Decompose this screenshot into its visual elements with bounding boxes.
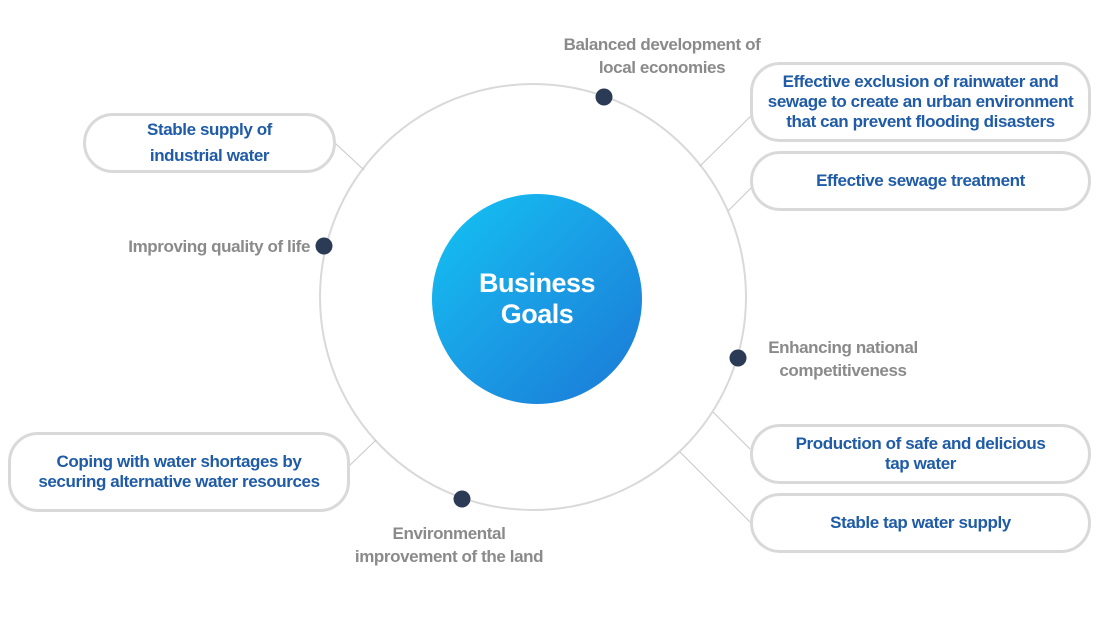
project-rainwater-line2: sewage to create an urban environment [767,92,1074,111]
goal-balanced-development: Balanced development of local economies [552,33,772,79]
project-water-shortages: Coping with water shortages by securing … [8,432,350,512]
project-sewage-treatment: Effective sewage treatment [750,151,1091,211]
connector-sewage [727,184,755,212]
connector-tapwater-supply [679,451,751,523]
center-label-line1: Business [478,268,596,298]
goal-balanced-line1: Balanced development of [563,35,761,54]
connector-shortages [348,439,377,467]
outer-ring [319,83,747,511]
goal-national-competitiveness: Enhancing national competitiveness [758,336,928,382]
project-rainwater-exclusion: Effective exclusion of rainwater and sew… [750,62,1091,142]
project-rainwater-line3: that can prevent flooding disasters [786,112,1055,131]
goal-competitiveness-line2: competitiveness [779,361,907,380]
goal-environmental-improvement: Environmental improvement of the land [339,522,559,568]
project-tapwater-safe-line2: tap water [884,454,957,473]
goal-balanced-line2: local economies [598,58,726,77]
project-rainwater-line1: Effective exclusion of rainwater and [782,72,1059,91]
connector-rainwater [699,112,755,167]
project-industrial-line1: Stable supply of [147,120,272,139]
business-goals-center: Business Goals [432,194,642,404]
project-industrial-line2: industrial water [149,146,270,165]
project-shortages-line1: Coping with water shortages by [56,452,302,471]
goal-dot-environment [453,490,471,508]
goal-environment-line2: improvement of the land [354,547,544,566]
project-safe-tap-water: Production of safe and delicious tap wat… [750,424,1091,484]
goal-dot-quality [315,237,333,255]
center-label-line2: Goals [500,299,574,329]
project-sewage-line1: Effective sewage treatment [816,171,1025,190]
goal-competitiveness-line1: Enhancing national [768,338,918,357]
goal-dot-competitiveness [729,349,747,367]
connector-tapwater-safe [712,411,751,450]
goal-quality-line1: Improving quality of life [128,237,310,256]
project-tapwater-safe-line1: Production of safe and delicious [795,434,1046,453]
goal-dot-balanced [595,88,613,106]
goal-quality-of-life: Improving quality of life [80,235,310,258]
connector-industrial [334,142,365,171]
project-shortages-line2: securing alternative water resources [38,472,320,491]
project-tap-water-supply: Stable tap water supply [750,493,1091,553]
project-tapwater-supply-line1: Stable tap water supply [830,513,1011,532]
goal-environment-line1: Environmental [392,524,506,543]
project-industrial-water: Stable supply of industrial water [83,113,336,173]
